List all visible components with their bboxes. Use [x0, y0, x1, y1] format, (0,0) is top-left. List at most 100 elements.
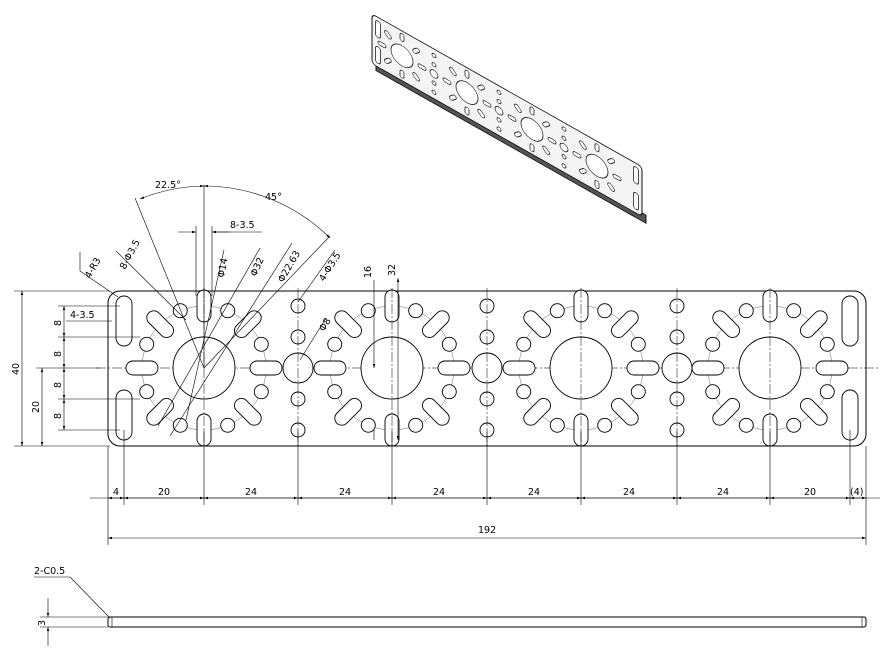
overall-length-label: 192	[478, 525, 496, 536]
middle-hole-column	[661, 288, 693, 448]
bolt-hole	[253, 336, 269, 352]
iso-slot	[442, 77, 452, 85]
bolt-hole	[327, 384, 343, 400]
slot-width-label: 8-3.5	[230, 220, 255, 231]
iso-slot	[477, 84, 485, 91]
dim-label-20b: 20	[804, 487, 816, 498]
bolt-hole	[360, 303, 376, 319]
top-view: 4 20 24 24 24 24 24 24 20 (4) 192 40 20	[11, 180, 880, 545]
radial-slot	[611, 398, 639, 426]
bolt-hole	[327, 336, 343, 352]
radial-slot	[313, 360, 347, 376]
iso-mid-hole	[494, 105, 504, 116]
iso-slot	[594, 180, 600, 189]
radial-slot	[523, 310, 551, 338]
dim-label-4: 4	[113, 487, 119, 498]
dim-label-24c: 24	[433, 487, 445, 498]
radial-slot	[626, 360, 660, 376]
diameter-22-63-label: Φ22.63	[276, 249, 303, 285]
hole-callout-b-label: 4-Φ3.5	[317, 251, 343, 284]
iso-slot	[377, 40, 387, 49]
bolt-hole	[172, 417, 188, 433]
bolt-hole	[360, 417, 376, 433]
iso-end-slot	[375, 20, 381, 39]
left-height-dimensions: 40 20 8 8 8 8 4-3.5	[11, 290, 140, 447]
iso-slot	[412, 47, 420, 54]
side-plate	[107, 616, 867, 628]
iso-small-hole	[431, 80, 437, 86]
iso-slot	[477, 108, 485, 119]
iso-hub-hole	[455, 80, 479, 105]
radial-slot	[611, 310, 639, 338]
bolt-hole	[408, 417, 424, 433]
corner-radius-label: 4-R3	[83, 256, 104, 281]
radial-slot	[334, 310, 362, 338]
dim-label-20a: 20	[158, 487, 170, 498]
radial-slot	[422, 398, 450, 426]
angle-22-5-label: 22.5°	[155, 180, 181, 191]
hub-pattern	[313, 288, 471, 448]
iso-slot	[529, 143, 535, 153]
end-slot	[115, 295, 133, 347]
side-view: 3 2-C0.5	[34, 566, 867, 646]
hub-pattern	[502, 288, 660, 448]
iso-slot	[572, 151, 582, 159]
iso-end-slot	[633, 191, 639, 211]
iso-slot	[514, 103, 522, 114]
iso-small-hole	[561, 154, 567, 160]
iso-slot	[579, 168, 587, 175]
iso-plate-top	[371, 15, 643, 216]
radial-slot	[815, 360, 849, 376]
radial-slot	[712, 398, 740, 426]
bolt-hole	[408, 303, 424, 319]
radial-slot	[437, 360, 471, 376]
stack-label-8c: 8	[53, 382, 64, 388]
iso-slot	[612, 173, 622, 182]
dim-label-4-ref: (4)	[850, 487, 863, 498]
radial-slot	[146, 398, 174, 426]
iso-small-hole	[496, 117, 502, 123]
bottom-dimension-chain: 4 20 24 24 24 24 24 24 20 (4)	[90, 487, 880, 500]
bolt-hole	[172, 303, 188, 319]
bolt-hole	[786, 303, 802, 319]
iso-slot	[579, 140, 587, 150]
bolt-hole	[630, 336, 646, 352]
bolt-hole	[441, 336, 457, 352]
radial-slot	[712, 310, 740, 338]
diameter-32-label: Φ32	[249, 256, 267, 278]
diameter-8-label: Φ8	[317, 316, 333, 333]
iso-slot	[542, 145, 550, 156]
iso-slot	[384, 57, 392, 64]
overall-length-dimension: 192	[108, 525, 866, 540]
iso-slot	[464, 69, 470, 79]
stack-label-8d: 8	[53, 413, 64, 419]
iso-slot	[514, 131, 522, 138]
iso-slot	[529, 106, 535, 116]
bolt-hole	[549, 303, 565, 319]
iso-small-hole	[431, 52, 437, 59]
bolt-hole	[630, 384, 646, 400]
middle-hole-column	[282, 288, 314, 448]
iso-slot	[399, 69, 405, 79]
iso-small-hole	[561, 126, 567, 132]
iso-hub-hole	[520, 117, 544, 142]
iso-slot	[417, 63, 427, 71]
bolt-hole	[139, 336, 155, 352]
radial-slot	[146, 310, 174, 338]
bolt-hole	[705, 336, 721, 352]
bolt-hole	[819, 336, 835, 352]
iso-small-hole	[431, 62, 437, 68]
dim-label-24b: 24	[339, 487, 351, 498]
iso-small-hole	[496, 98, 502, 105]
radial-slot	[691, 360, 725, 376]
iso-mid-hole	[559, 142, 569, 153]
iso-small-hole	[496, 126, 502, 132]
radial-slot	[125, 360, 159, 376]
thickness-label: 3	[37, 620, 48, 626]
iso-slot	[607, 158, 615, 165]
iso-small-hole	[561, 163, 567, 169]
diameter-14-label: Φ14	[216, 257, 230, 278]
isometric-view	[371, 15, 647, 225]
extension-lines	[107, 430, 867, 545]
